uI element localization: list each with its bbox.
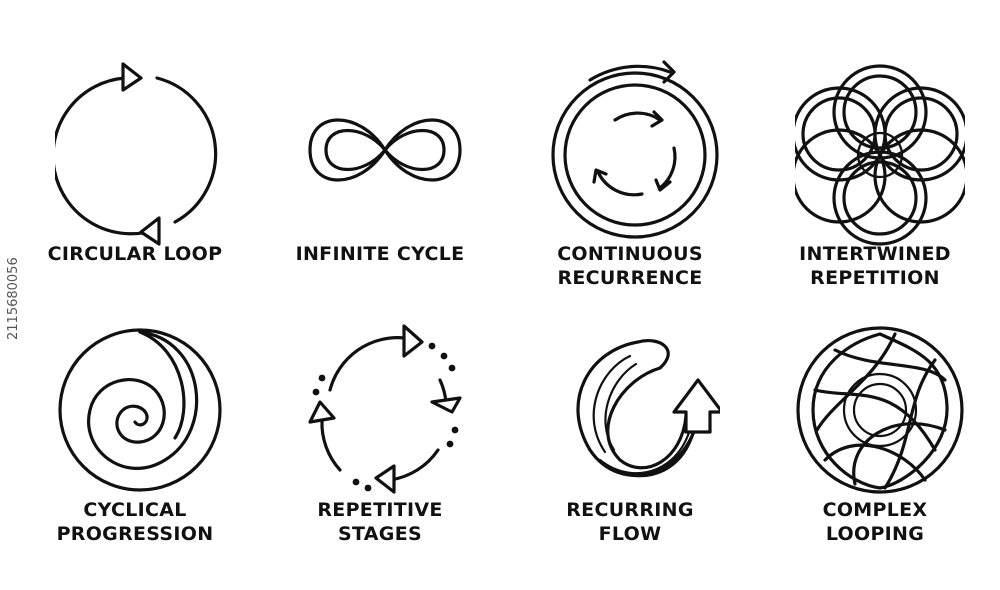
icon-label: CIRCULAR LOOP [47, 243, 223, 265]
circular-loop-icon [55, 62, 218, 246]
intertwined-repetition-icon [795, 64, 965, 246]
repetitive-stages-icon [308, 324, 462, 494]
complex-looping-icon [796, 326, 964, 494]
icon-tile-circular-loop: CIRCULAR LOOP [10, 30, 260, 320]
stock-id-text: 2115680056 [6, 257, 21, 340]
cyclical-progression-icon [58, 328, 222, 492]
infinite-cycle-icon [308, 118, 462, 182]
continuous-recurrence-icon [551, 60, 719, 239]
recurring-flow-icon [576, 339, 720, 478]
icon-tile-infinite-cycle: INFINITE CYCLE [255, 30, 505, 320]
icon-label: INFINITE CYCLE [295, 243, 465, 265]
